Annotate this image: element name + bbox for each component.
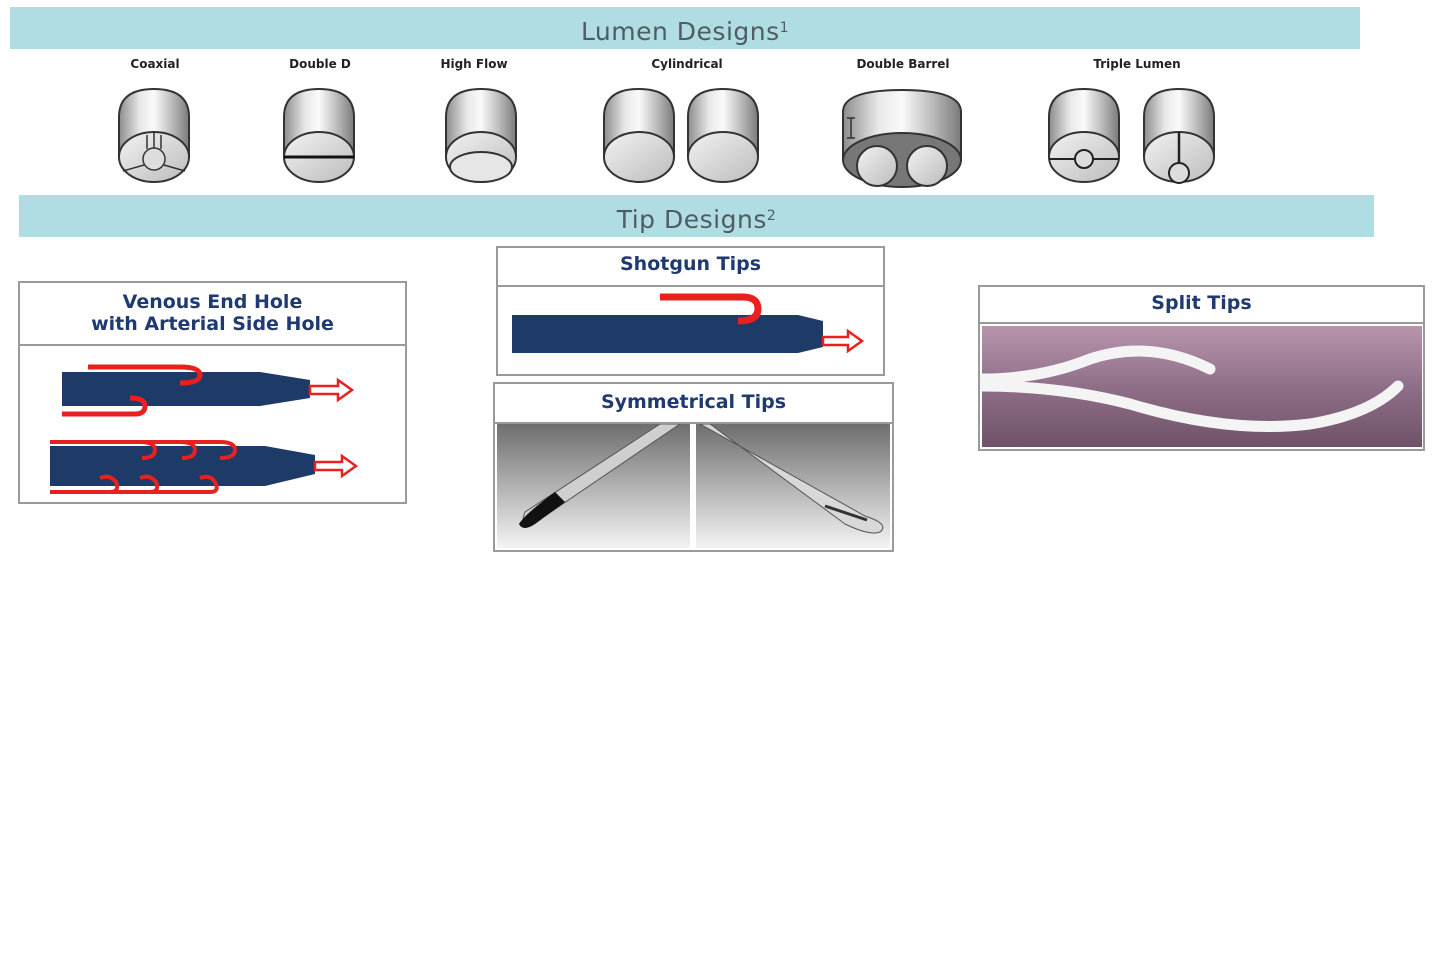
label-high-flow: High Flow	[440, 57, 508, 71]
split-tip-illustration	[980, 326, 1422, 447]
cylindrical-lumen-illustration-1	[603, 88, 675, 183]
lumen-designs-title: Lumen Designs	[580, 17, 780, 46]
symmetrical-tip-illustration	[497, 424, 890, 548]
venous-title-line2: with Arterial Side Hole	[91, 313, 334, 335]
tip-designs-banner: Tip Designs2	[19, 195, 1374, 237]
triple-lumen-illustration-2	[1143, 88, 1215, 184]
label-double-d: Double D	[289, 57, 351, 71]
triple-lumen-illustration-1	[1048, 88, 1120, 183]
lumen-designs-banner: Lumen Designs1	[10, 7, 1360, 49]
symmetrical-title: Symmetrical Tips	[495, 384, 892, 424]
venous-tip-illustration	[50, 364, 359, 494]
venous-title-line1: Venous End Hole	[122, 291, 303, 313]
lumen-ref: 1	[779, 20, 790, 36]
shotgun-tips-panel: Shotgun Tips	[496, 246, 885, 376]
shotgun-tip-illustration	[512, 293, 865, 354]
symmetrical-tips-panel: Symmetrical Tips	[493, 382, 894, 552]
venous-end-hole-panel: Venous End Hole with Arterial Side Hole	[18, 281, 407, 504]
high-flow-lumen-illustration	[445, 88, 517, 183]
coaxial-lumen-illustration	[118, 88, 190, 183]
double-d-lumen-illustration	[283, 88, 355, 183]
label-triple-lumen: Triple Lumen	[1093, 57, 1181, 71]
shotgun-title: Shotgun Tips	[498, 248, 883, 287]
cylindrical-lumen-illustration-2	[687, 88, 759, 183]
split-tips-panel: Split Tips	[978, 285, 1425, 451]
tip-ref: 2	[766, 208, 777, 224]
split-title: Split Tips	[980, 287, 1423, 324]
double-barrel-lumen-illustration	[842, 88, 962, 188]
label-double-barrel: Double Barrel	[856, 57, 950, 71]
label-cylindrical: Cylindrical	[651, 57, 723, 71]
tip-designs-title: Tip Designs	[616, 205, 767, 234]
label-coaxial: Coaxial	[130, 57, 180, 71]
